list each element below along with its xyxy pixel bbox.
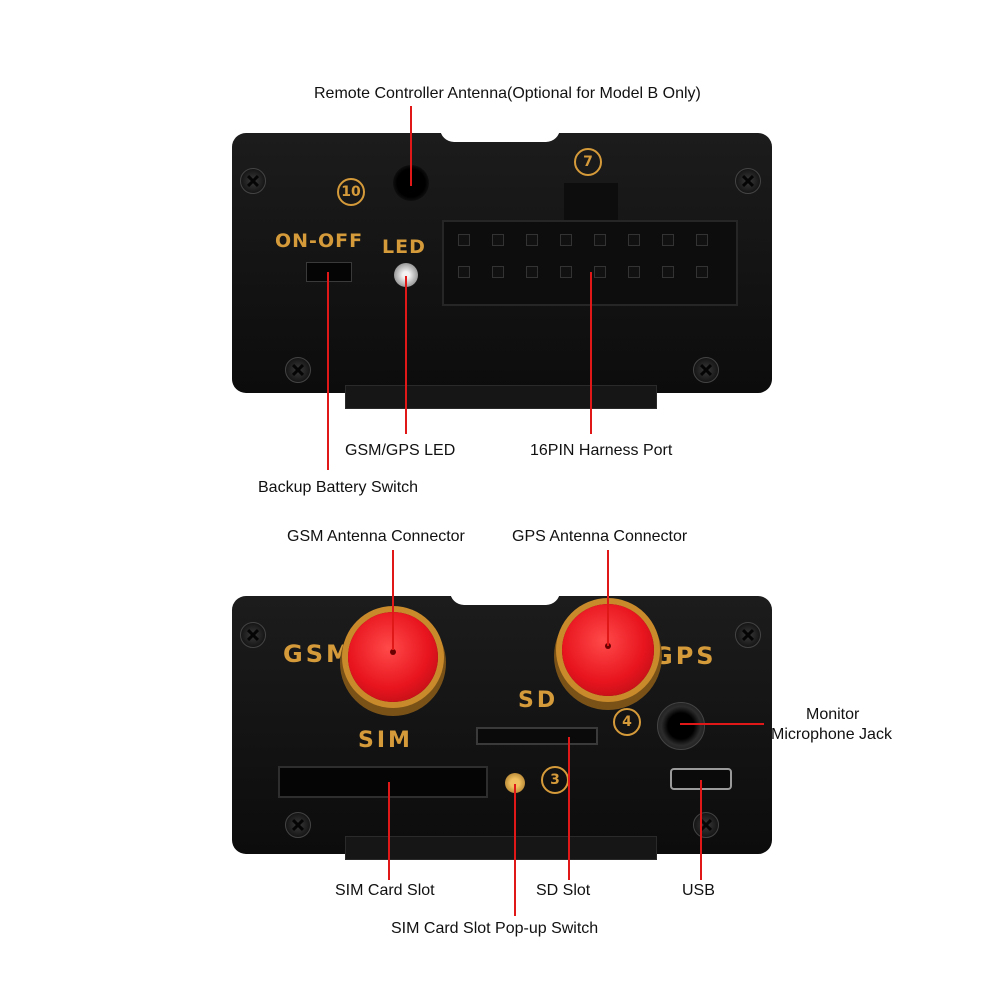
popup-switch-label: SIM Card Slot Pop-up Switch xyxy=(391,920,599,937)
gps-antenna-label: GPS Antenna Connector xyxy=(512,528,688,545)
sd-slot-callout-line xyxy=(568,737,570,880)
sd-card-slot[interactable] xyxy=(476,727,598,745)
top-device-foot xyxy=(345,385,657,409)
marking-number-3: 3 xyxy=(541,766,569,794)
gsm-antenna-label: GSM Antenna Connector xyxy=(287,528,465,545)
monitor-label-line1: Monitor xyxy=(806,706,860,723)
gsm-gps-led-label: GSM/GPS LED xyxy=(345,442,456,459)
top-left-lower-screw-icon xyxy=(285,357,311,383)
harness-pin xyxy=(662,234,674,246)
harness-pin xyxy=(696,266,708,278)
bottom-right-upper-screw-icon xyxy=(735,622,761,648)
on-off-marking: ON-OFF xyxy=(275,230,364,252)
backup-battery-switch[interactable] xyxy=(306,262,352,282)
gps-antenna-pin-icon xyxy=(605,643,611,649)
sim-slot-callout-line xyxy=(388,782,390,880)
sim-marking: SIM xyxy=(358,728,413,753)
monitor-label-line2: Microphone Jack xyxy=(771,726,892,743)
harness-port-label: 16PIN Harness Port xyxy=(530,442,673,459)
backup-battery-callout-line xyxy=(327,272,329,470)
harness-port-latch xyxy=(564,183,618,225)
harness-port-callout-line xyxy=(590,272,592,434)
harness-pin xyxy=(492,266,504,278)
remote-antenna-label: Remote Controller Antenna(Optional for M… xyxy=(314,85,701,102)
gsm-antenna-callout-line xyxy=(392,550,394,650)
microphone-jack-icon[interactable] xyxy=(657,702,705,750)
remote-antenna-callout-line xyxy=(410,106,412,186)
bottom-left-lower-screw-icon xyxy=(285,812,311,838)
harness-pin xyxy=(628,234,640,246)
harness-pin xyxy=(526,234,538,246)
led-marking: LED xyxy=(382,236,426,258)
usb-label: USB xyxy=(682,882,715,899)
sd-marking: SD xyxy=(518,688,559,713)
top-right-lower-screw-icon xyxy=(693,357,719,383)
bottom-right-lower-screw-icon xyxy=(693,812,719,838)
marking-number-10: 10 xyxy=(337,178,365,206)
marking-number-7: 7 xyxy=(574,148,602,176)
top-right-upper-screw-icon xyxy=(735,168,761,194)
harness-pin xyxy=(662,266,674,278)
usb-callout-line xyxy=(700,780,702,880)
sim-slot-label: SIM Card Slot xyxy=(335,882,435,899)
harness-pin xyxy=(594,266,606,278)
bottom-device-foot xyxy=(345,836,657,860)
harness-pin xyxy=(560,266,572,278)
popup-switch-callout-line xyxy=(514,784,516,916)
harness-pin xyxy=(628,266,640,278)
harness-pin xyxy=(696,234,708,246)
harness-pin xyxy=(594,234,606,246)
bottom-left-upper-screw-icon xyxy=(240,622,266,648)
harness-pin xyxy=(526,266,538,278)
harness-pin xyxy=(560,234,572,246)
gsm-antenna-pin-icon xyxy=(390,649,396,655)
harness-pin xyxy=(458,234,470,246)
gps-marking: GPS xyxy=(653,642,717,670)
gps-antenna-callout-line xyxy=(607,550,609,646)
sim-card-slot[interactable] xyxy=(278,766,488,798)
top-device-notch xyxy=(440,128,560,142)
harness-pin xyxy=(492,234,504,246)
sd-slot-label: SD Slot xyxy=(536,882,591,899)
gsm-gps-led-callout-line xyxy=(405,276,407,434)
bottom-device-notch xyxy=(450,591,560,605)
marking-number-4: 4 xyxy=(613,708,641,736)
gsm-marking: GSM xyxy=(283,640,353,668)
top-left-upper-screw-icon xyxy=(240,168,266,194)
harness-pin xyxy=(458,266,470,278)
monitor-jack-callout-line xyxy=(680,723,764,725)
sim-popup-switch[interactable] xyxy=(505,773,525,793)
harness-pin-grid xyxy=(458,234,724,292)
backup-battery-label: Backup Battery Switch xyxy=(258,479,419,496)
